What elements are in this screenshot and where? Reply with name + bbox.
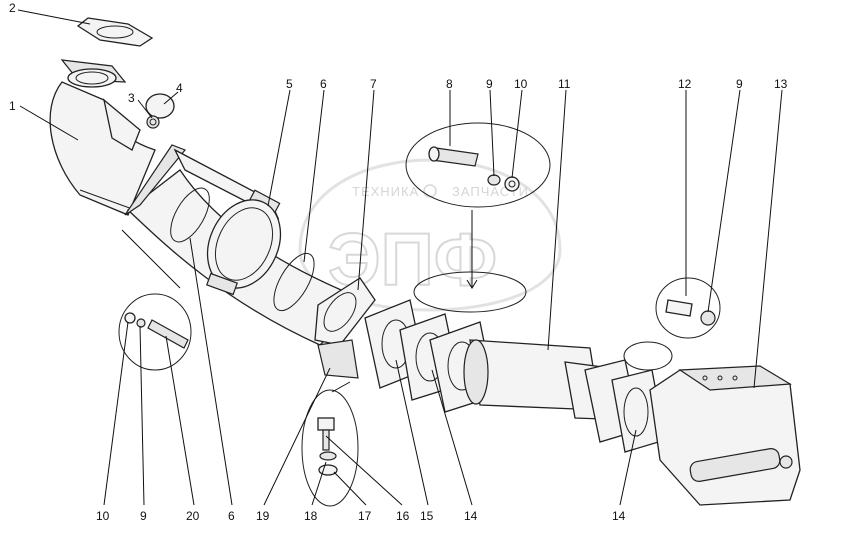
callout-14-middle: 14 (464, 509, 478, 523)
callout-7: 7 (370, 77, 377, 91)
callout-5: 5 (286, 77, 293, 91)
detail-bubble-small-right (623, 341, 673, 371)
detail-bubble-8-9-10 (405, 122, 551, 208)
callout-6-bottom: 6 (228, 509, 235, 523)
callout-3: 3 (128, 91, 135, 105)
detail-bubble-center (413, 210, 527, 313)
callout-18: 18 (304, 509, 318, 523)
part-elbow-1 (49, 59, 156, 216)
part-gasket-2 (76, 17, 154, 47)
callout-16: 16 (396, 509, 410, 523)
callout-13: 13 (774, 77, 788, 91)
callout-4: 4 (176, 81, 183, 95)
callout-10-bottom: 10 (96, 509, 110, 523)
part-clamp-5 (173, 148, 282, 296)
watermark-text-left: ТЕХНИКА (352, 184, 419, 199)
detail-bubble-12-9 (655, 277, 721, 339)
callout-9-right: 9 (736, 77, 743, 91)
callout-11: 11 (558, 77, 571, 91)
callout-19: 19 (256, 509, 270, 523)
detail-bubble-16-17-18 (301, 389, 359, 507)
part-silencer-13 (649, 365, 801, 506)
callout-12: 12 (678, 77, 692, 91)
callout-10-top: 10 (514, 77, 528, 91)
part-flange-7 (314, 277, 376, 379)
callout-15: 15 (420, 509, 434, 523)
callout-17: 17 (358, 509, 372, 523)
detail-bubble-10-9-20 (118, 293, 192, 371)
watermark: ТЕХНИКА ЗАПЧАСТИ ЭПФ (298, 158, 562, 312)
callout-labels: 2 1 3 4 5 6 7 8 9 10 11 12 9 13 10 9 20 … (9, 1, 788, 523)
part-ring-6 (170, 187, 315, 312)
callout-20: 20 (186, 509, 200, 523)
callout-8: 8 (446, 77, 453, 91)
part-bolt-3-4 (145, 93, 175, 129)
callout-14-right: 14 (612, 509, 626, 523)
leader-lines (17, 9, 783, 506)
callout-9-bottom: 9 (140, 509, 147, 523)
gear-icon (423, 184, 437, 198)
callout-1: 1 (9, 99, 16, 113)
callout-6-top: 6 (320, 77, 327, 91)
callout-2: 2 (9, 1, 16, 15)
callout-9-top: 9 (486, 77, 493, 91)
